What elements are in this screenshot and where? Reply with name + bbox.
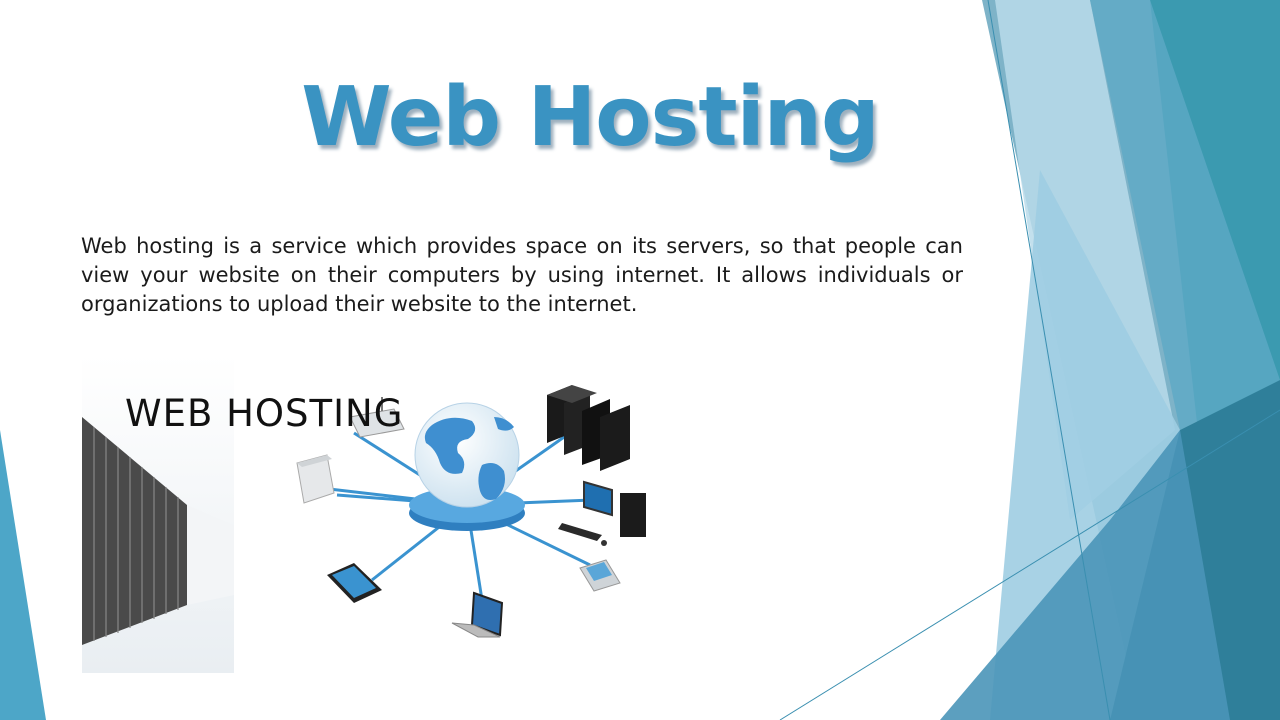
- server-cluster-icon: [547, 385, 630, 471]
- web-hosting-illustration: [82, 355, 646, 673]
- slide-title: Web Hosting: [301, 70, 880, 165]
- router-icon: [349, 397, 405, 438]
- slide-body-text: Web hosting is a service which provides …: [81, 234, 963, 316]
- left-facet: [0, 430, 46, 720]
- server-rack-icon: [82, 355, 234, 673]
- laptop-icon: [451, 591, 504, 638]
- printer-icon: [296, 454, 335, 504]
- right-facet-upper: [1090, 0, 1280, 430]
- tablet-icon: [327, 563, 382, 603]
- illustration-label: WEB HOSTING: [125, 392, 404, 435]
- desktop-computer-icon: [558, 480, 646, 546]
- deco-line-1: [987, 0, 1111, 720]
- deco-line-2: [779, 409, 1280, 720]
- globe-icon: [409, 402, 525, 531]
- phone-icon: [579, 559, 621, 592]
